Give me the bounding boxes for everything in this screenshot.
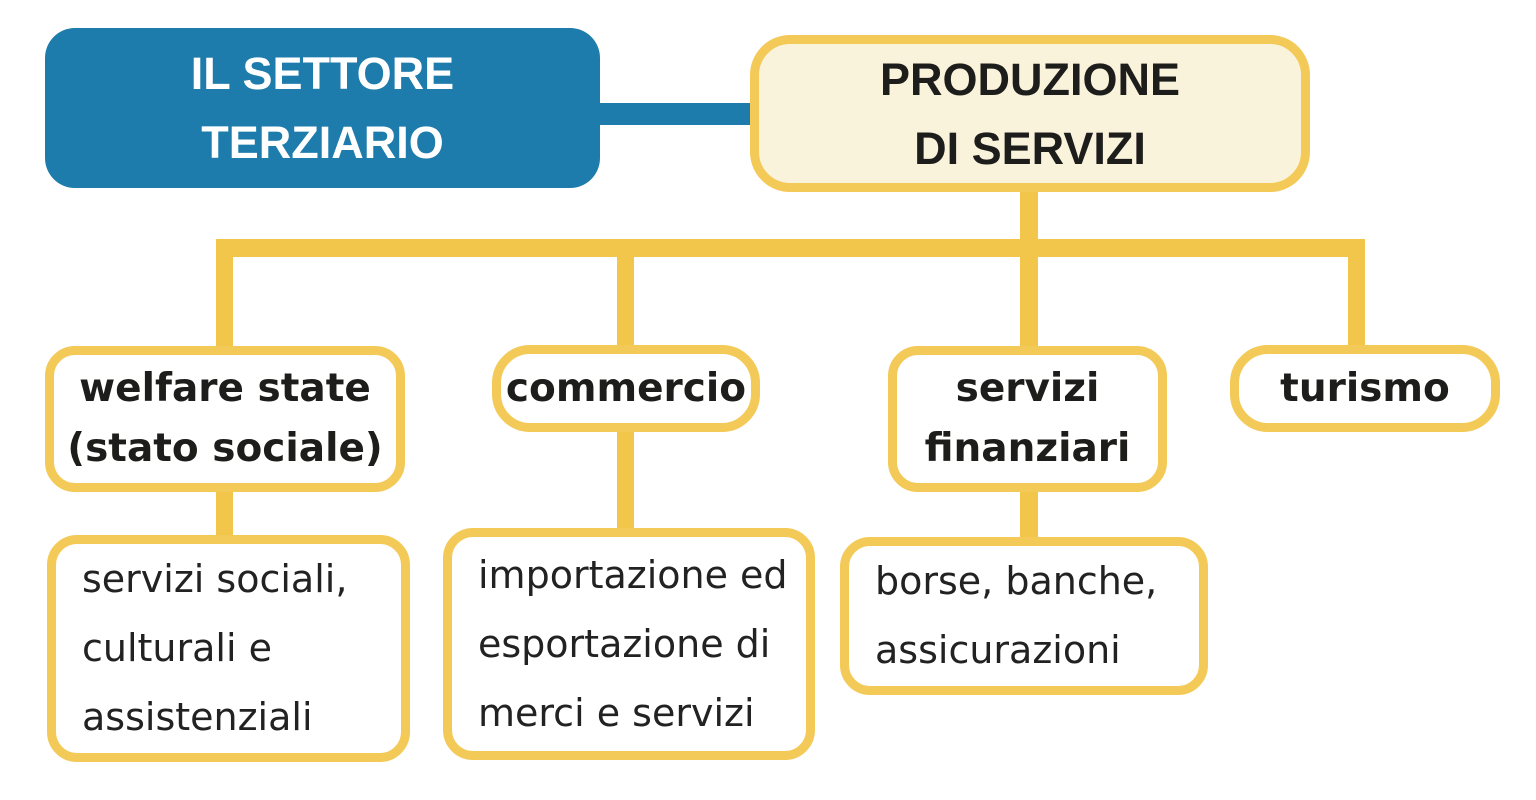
node-turismo: turismo [1230, 345, 1500, 432]
connector-drop-commercio [617, 255, 634, 350]
node-servizi-finanziari: servizi finanziari [888, 346, 1167, 492]
connector-drop-turismo [1348, 255, 1365, 350]
connector-root-to-production [590, 103, 760, 125]
servizi-finanziari-label-line1: servizi [955, 366, 1100, 411]
commercio-label: commercio [505, 365, 747, 411]
welfare-detail-line2: culturali e [82, 626, 272, 670]
servizi-finanziari-detail-line1: borse, banche, [875, 559, 1158, 603]
turismo-label: turismo [1280, 365, 1450, 411]
connector-welfare-to-detail [216, 490, 233, 540]
connector-drop-welfare [216, 255, 233, 350]
node-commercio: commercio [492, 345, 760, 432]
node-welfare-state: welfare state (stato sociale) [45, 346, 405, 492]
node-welfare-detail: servizi sociali, culturali e assistenzia… [47, 535, 410, 762]
welfare-detail-line1: servizi sociali, [82, 557, 348, 601]
welfare-label-line1: welfare state [79, 366, 371, 411]
servizi-finanziari-label-line2: finanziari [924, 426, 1131, 471]
connector-commercio-to-detail [617, 428, 634, 533]
commercio-detail-line1: importazione ed [478, 552, 788, 597]
production-title-line2: DI SERVIZI [914, 122, 1146, 174]
production-title-line1: PRODUZIONE [879, 53, 1180, 105]
servizi-finanziari-detail-line2: assicurazioni [875, 628, 1121, 672]
connector-servizi-finanziari-to-detail [1020, 488, 1038, 540]
node-servizi-finanziari-detail: borse, banche, assicurazioni [840, 537, 1208, 695]
welfare-detail-line3: assistenziali [82, 695, 313, 739]
commercio-detail-line2: esportazione di [478, 621, 771, 666]
node-produzione-di-servizi: PRODUZIONE DI SERVIZI [750, 35, 1310, 192]
welfare-label-line2: (stato sociale) [67, 426, 383, 471]
connector-drop-servizi-finanziari [1020, 255, 1038, 350]
node-commercio-detail: importazione ed esportazione di merci e … [443, 528, 815, 760]
node-il-settore-terziario: IL SETTORE TERZIARIO [45, 28, 600, 188]
connector-horizontal-bar [216, 239, 1365, 257]
root-title-line1: IL SETTORE [190, 48, 455, 99]
commercio-detail-line3: merci e servizi [478, 690, 755, 735]
root-title-line2: TERZIARIO [201, 117, 444, 168]
